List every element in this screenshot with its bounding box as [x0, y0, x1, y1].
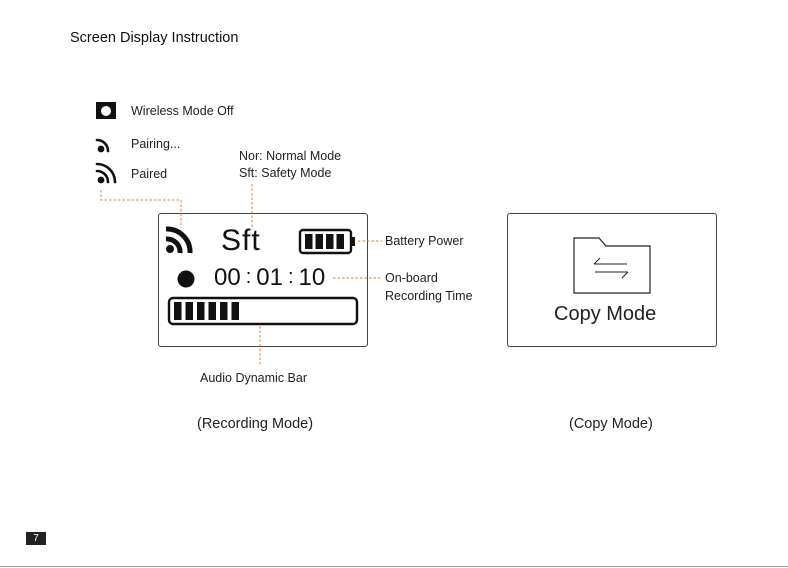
audio-level-segment	[232, 302, 240, 320]
audio-level-segment	[186, 302, 194, 320]
battery-segment	[337, 234, 345, 249]
audio-level-segment	[197, 302, 205, 320]
audio-level-segment	[209, 302, 217, 320]
leader-paired	[101, 190, 181, 228]
leader-lines	[101, 184, 382, 366]
battery-segment	[326, 234, 334, 249]
battery-icon	[300, 230, 355, 253]
audio-level-segment	[220, 302, 228, 320]
pairing-icon	[97, 140, 108, 152]
lcd-wireless-paired-icon	[166, 229, 190, 253]
folder-transfer-icon	[574, 238, 650, 293]
recording-dot-icon	[178, 271, 195, 288]
paired-icon	[97, 164, 115, 183]
battery-segment	[316, 234, 324, 249]
audio-level-segment	[174, 302, 182, 320]
battery-segment	[305, 234, 313, 249]
audio-dynamic-bar	[169, 298, 357, 324]
